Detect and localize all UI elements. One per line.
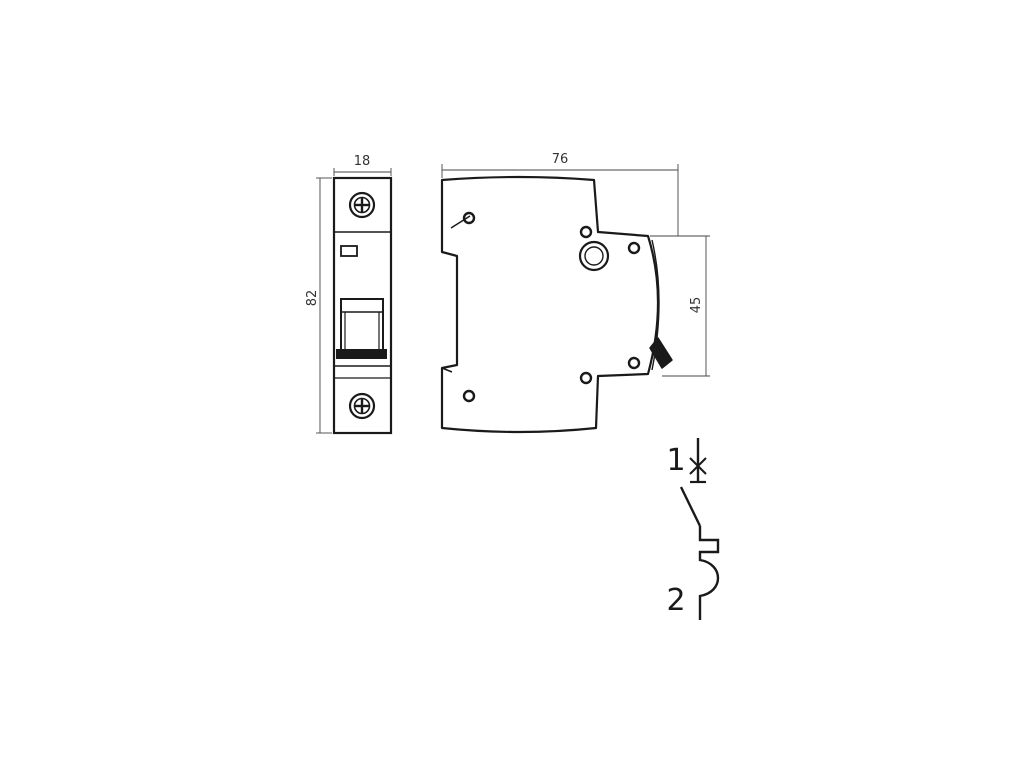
side-toggle-lever — [649, 337, 673, 369]
din-clip-lower — [441, 367, 453, 373]
pivot-circle-icon — [578, 240, 610, 272]
schematic-lower-conductor — [698, 526, 720, 620]
side-view — [440, 175, 673, 434]
terminal-label-top: 1 — [666, 443, 685, 478]
dimension-front-width: 18 — [333, 154, 392, 176]
front-toggle-lever — [336, 298, 387, 359]
terminal-label-bottom: 2 — [666, 583, 685, 618]
dimension-side-width: 76 — [441, 152, 679, 236]
rivet — [627, 241, 641, 255]
rivet — [579, 225, 593, 239]
dimension-side-width-label: 76 — [552, 152, 569, 167]
top-terminal-screw-icon — [348, 191, 376, 219]
dimension-toggle-height: 45 — [650, 235, 710, 377]
schematic-switch-blade — [679, 486, 702, 527]
rivet — [579, 371, 593, 385]
rivet — [462, 389, 476, 403]
schematic-isolator-mark — [689, 457, 707, 475]
rivet — [462, 211, 476, 225]
indicator-window — [340, 245, 358, 257]
side-rivets — [462, 211, 641, 403]
breaker-schematic-symbol: 1 2 — [666, 438, 720, 620]
dimension-front-width-label: 18 — [354, 154, 371, 169]
dimension-height: 82 — [305, 177, 332, 434]
dimension-height-label: 82 — [305, 290, 320, 307]
din-clip-upper — [450, 215, 471, 229]
bottom-terminal-screw-icon — [348, 392, 376, 420]
rivet — [627, 356, 641, 370]
dimension-toggle-height-label: 45 — [689, 297, 704, 314]
side-body-outline — [440, 175, 660, 434]
front-body-outline — [332, 176, 393, 435]
front-view — [332, 176, 393, 435]
